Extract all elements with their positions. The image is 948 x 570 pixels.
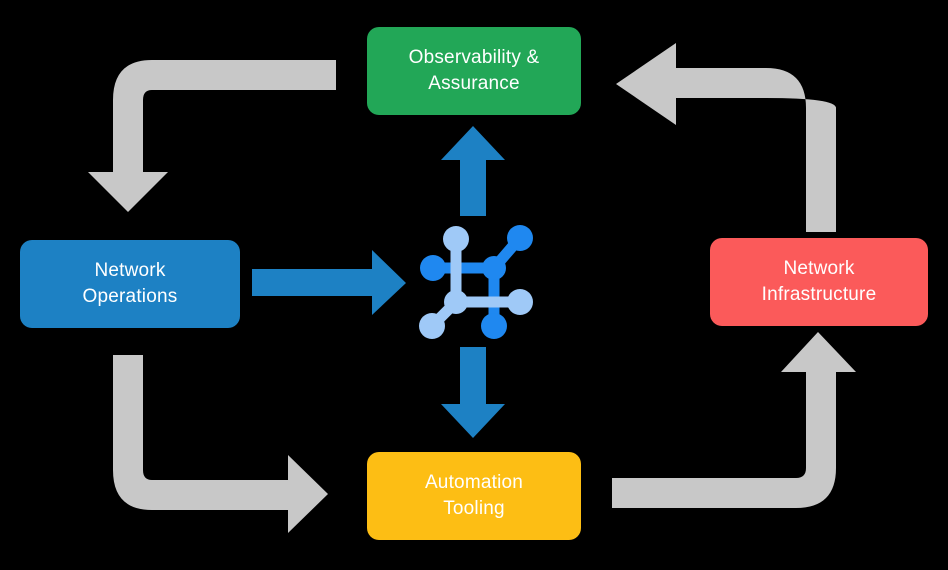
gray-arrow-netinfra-to-observability <box>616 43 836 232</box>
gray-arrow-observability-to-netops <box>88 60 336 212</box>
blue-arrow-netops-to-center <box>252 250 406 315</box>
box-network-operations[interactable]: Network Operations <box>20 240 240 328</box>
blue-arrow-center-to-observability <box>441 126 505 216</box>
blue-arrow-center-to-automation <box>441 347 505 438</box>
gray-arrow-automation-to-netinfra <box>612 332 856 508</box>
node-lower-left <box>419 313 445 339</box>
node-bottom <box>481 313 507 339</box>
link-junction-to-lowerleft <box>427 296 462 331</box>
gray-arrow-netops-to-automation <box>113 355 328 533</box>
node-junction <box>482 256 506 280</box>
node-left <box>420 255 446 281</box>
link-junction-to-topright <box>488 233 525 274</box>
node-top-left <box>443 226 469 252</box>
box-observability-assurance[interactable]: Observability & Assurance <box>367 27 581 115</box>
node-top-right <box>507 225 533 251</box>
node-right <box>507 289 533 315</box>
box-automation-tooling[interactable]: Automation Tooling <box>367 452 581 540</box>
node-mid-junction <box>444 290 468 314</box>
box-network-infrastructure[interactable]: Network Infrastructure <box>710 238 928 326</box>
